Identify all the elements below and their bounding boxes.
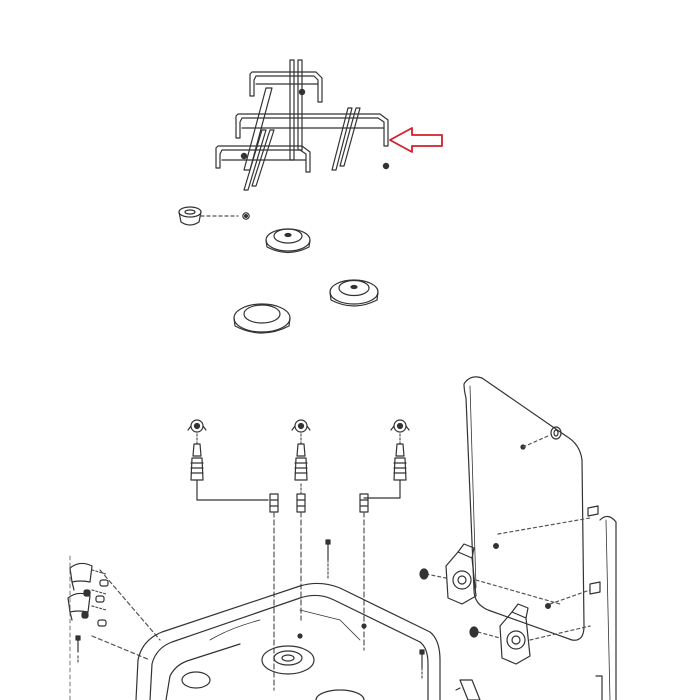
burner-cap-medium	[329, 279, 379, 307]
burner-cap-large	[233, 303, 291, 334]
control-knobs	[67, 555, 161, 700]
hob-body	[135, 582, 603, 700]
injectors	[269, 483, 369, 691]
glass-lid	[463, 376, 617, 700]
lid-hinges	[419, 505, 601, 665]
hollow-left-arrow-icon	[389, 127, 443, 153]
rubber-foot	[178, 206, 250, 226]
thermocouples	[187, 419, 410, 501]
pan-support-left	[215, 129, 311, 191]
pan-support-right	[235, 107, 390, 171]
burner-cap-small	[265, 228, 311, 254]
